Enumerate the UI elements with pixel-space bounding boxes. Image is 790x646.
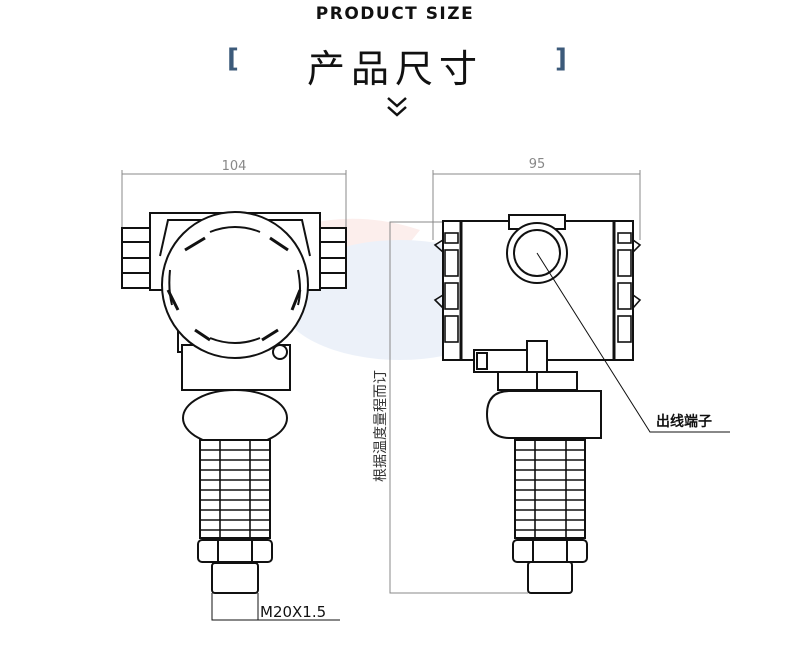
title-english: PRODUCT SIZE [315,4,475,24]
thread-label: M20X1.5 [260,603,326,621]
bracket-left: [ [227,44,239,74]
terminal-callout-label: 出线端子 [656,413,712,430]
height-dimension [389,221,528,594]
side-view [432,170,730,594]
height-note: 根据温度量程而订 [373,370,389,482]
title-chinese: 产品尺寸 [306,47,483,91]
front-width-dimension: 104 [222,159,247,174]
bracket-right: ] [555,44,567,74]
front-view [121,170,347,621]
side-width-dimension: 95 [529,157,546,172]
double-chevron-down-icon [387,97,407,117]
